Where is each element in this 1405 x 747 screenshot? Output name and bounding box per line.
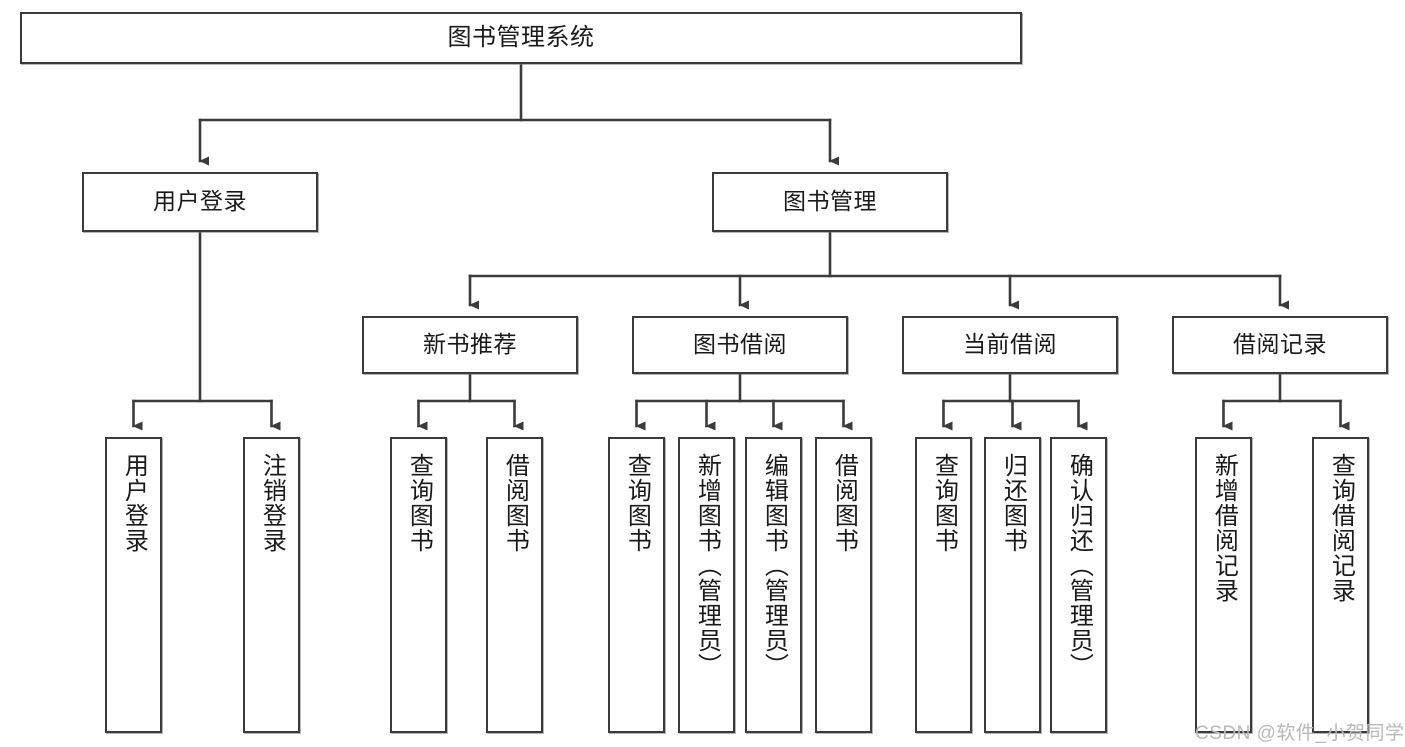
node-label: 当前借阅 [963,331,1057,358]
node-leaf-query-book-1[interactable]: 查询图书 [390,437,447,733]
node-current-borrow[interactable]: 当前借阅 [902,316,1118,374]
node-label: 查询图书 [623,453,651,553]
node-leaf-user-login[interactable]: 用户登录 [105,437,162,733]
node-label: 编辑图书（管理员） [760,453,788,678]
node-leaf-add-record[interactable]: 新增借阅记录 [1195,437,1252,733]
node-label: 查询图书 [405,453,433,553]
node-leaf-borrow-book-1[interactable]: 借阅图书 [486,437,543,733]
node-root[interactable]: 图书管理系统 [20,12,1022,64]
node-label: 用户登录 [153,188,247,215]
node-label: 借阅图书 [501,453,529,553]
node-label: 用户登录 [120,453,148,553]
node-leaf-query-book-3[interactable]: 查询图书 [915,437,972,733]
node-label: 图书借阅 [693,331,787,358]
node-leaf-query-book-2[interactable]: 查询图书 [608,437,665,733]
node-leaf-edit-book[interactable]: 编辑图书（管理员） [745,437,802,733]
node-label: 注销登录 [258,453,286,553]
node-label: 图书管理系统 [447,23,595,51]
csdn-watermark: CSDN @软件_小贺同学 [1195,723,1405,744]
node-book-borrow[interactable]: 图书借阅 [632,316,848,374]
node-leaf-borrow-book-2[interactable]: 借阅图书 [815,437,872,733]
node-borrow-record[interactable]: 借阅记录 [1172,316,1388,374]
node-leaf-confirm-return[interactable]: 确认归还（管理员） [1050,437,1107,733]
node-leaf-query-record[interactable]: 查询借阅记录 [1312,437,1369,733]
node-user-login[interactable]: 用户登录 [82,172,318,232]
node-label: 新增借阅记录 [1210,453,1238,603]
node-book-manage[interactable]: 图书管理 [712,172,948,232]
node-label: 借阅图书 [830,453,858,553]
node-label: 查询借阅记录 [1327,453,1355,603]
node-leaf-return-book[interactable]: 归还图书 [984,437,1041,733]
node-label: 借阅记录 [1233,331,1327,358]
node-label: 新增图书（管理员） [693,453,721,678]
node-label: 确认归还（管理员） [1065,453,1093,678]
node-label: 查询图书 [930,453,958,553]
node-leaf-logout[interactable]: 注销登录 [243,437,300,733]
node-new-book-rec[interactable]: 新书推荐 [362,316,578,374]
node-leaf-add-book[interactable]: 新增图书（管理员） [678,437,735,733]
node-label: 归还图书 [999,453,1027,553]
node-label: 图书管理 [783,188,877,215]
node-label: 新书推荐 [423,331,517,358]
